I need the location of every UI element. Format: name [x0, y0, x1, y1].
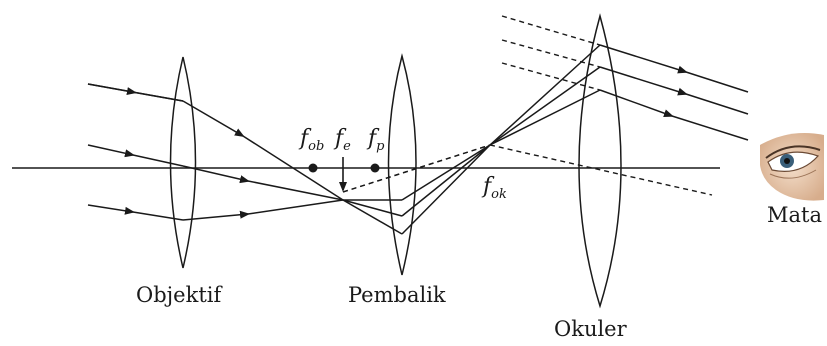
eye-icon [760, 132, 824, 201]
objective-to-image-rays [182, 100, 403, 235]
f-ob-label: fob [298, 126, 324, 154]
eyepiece-lens [578, 13, 622, 309]
inverter-to-eyepiece-rays [401, 44, 601, 235]
f-ok-label: fok [481, 174, 507, 202]
objective-label: Objektif [136, 283, 223, 307]
f-p-point [370, 163, 380, 173]
outgoing-rays [599, 44, 749, 141]
f-e-label: fe [333, 126, 351, 154]
incoming-rays [87, 83, 184, 221]
eyepiece-label: Okuler [554, 317, 628, 341]
f-p-label: fp [366, 126, 385, 154]
dashed-construction-lines [342, 15, 713, 196]
inverting-lens [387, 53, 417, 276]
f-ob-point [308, 163, 318, 173]
objective-lens [169, 56, 197, 269]
eye-label: Mata [767, 203, 822, 227]
inverter-label: Pembalik [348, 283, 446, 307]
